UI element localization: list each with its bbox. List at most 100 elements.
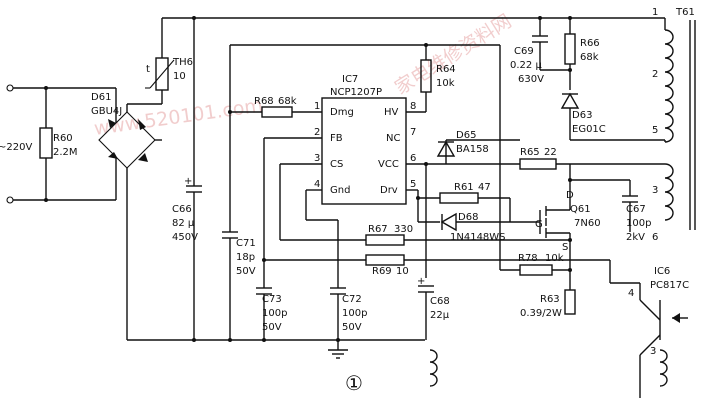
d61-label: D61	[91, 92, 111, 103]
c66-value1: 82 μ	[172, 218, 195, 229]
bridge-rectifier-d61: D61 GBU4J	[91, 88, 162, 340]
c67-value2: 2kV	[626, 232, 645, 243]
d63-diode	[560, 92, 580, 109]
ac-terminal-top	[6, 84, 14, 92]
page-marker: ①	[345, 371, 363, 395]
c72-label: C72	[342, 294, 362, 305]
r63-resistor	[564, 289, 576, 315]
ac-terminal-bottom	[6, 196, 14, 204]
c71-value2: 50V	[236, 266, 256, 277]
r67-resistor	[365, 234, 405, 246]
d63-label: D63	[572, 110, 592, 121]
thermistor-th6: t TH6 10	[145, 18, 193, 104]
ac-input: ~220V R60 2.2M	[0, 84, 116, 204]
q61-label: Q61	[570, 204, 591, 215]
r65-label: R65	[520, 147, 540, 158]
r60-value: 2.2M	[53, 147, 78, 158]
ic6-pin4: 4	[628, 288, 634, 299]
d68-diode	[440, 212, 457, 232]
c73-label: C73	[262, 294, 282, 305]
c67-value1: 100p	[626, 218, 651, 229]
r68-resistor	[261, 106, 293, 118]
optocoupler-ic6: IC6 PC817C 4 3	[610, 266, 689, 398]
d63-value: EG01C	[572, 124, 606, 135]
t61-pin6: 6	[652, 232, 658, 243]
d65-value: BA158	[456, 144, 489, 155]
q61-value: 7N60	[574, 218, 601, 229]
pin-num-5: 5	[410, 179, 416, 190]
c73-value1: 100p	[262, 308, 287, 319]
c72-value1: 100p	[342, 308, 367, 319]
pin-fb: FB	[330, 133, 343, 144]
c72-value2: 50V	[342, 322, 362, 333]
r65-value: 22	[544, 147, 557, 158]
mosfet-q61: D G S Q61 7N60	[535, 164, 601, 290]
pin-drv: Drv	[380, 185, 398, 196]
r63-value: 0.39/2W	[520, 308, 562, 319]
r66-resistor	[564, 33, 576, 65]
r68-value: 68k	[278, 96, 297, 107]
ic7-part: NCP1207P	[330, 87, 382, 98]
c68-plus: +	[417, 276, 425, 287]
pin-nc: NC	[386, 133, 400, 144]
pin-hv: HV	[384, 107, 399, 118]
th6-t: t	[146, 64, 150, 75]
pin-vcc: VCC	[378, 159, 399, 170]
r69-label: R69	[372, 266, 392, 277]
c71-label: C71	[236, 238, 256, 249]
capacitor-c66: + C66 82 μ 450V	[172, 18, 202, 340]
ic7-label: IC7	[342, 74, 358, 85]
ic6-pin3: 3	[650, 346, 656, 357]
t61-pin1: 1	[652, 7, 658, 18]
bottom-coil-right	[659, 349, 668, 387]
pin-num-6: 6	[410, 153, 416, 164]
c66-value2: 450V	[172, 232, 198, 243]
th6-value: 10	[173, 71, 186, 82]
pin-num-2: 2	[314, 127, 320, 138]
d68-value: 1N4148WS	[450, 232, 506, 243]
c68-label: C68	[430, 296, 450, 307]
d61-value: GBU4J	[91, 106, 122, 117]
t61-pin5: 5	[652, 125, 658, 136]
pin-num-8: 8	[410, 101, 416, 112]
d65-label: D65	[456, 130, 476, 141]
t61-label: T61	[675, 7, 695, 18]
r68-label: R68	[254, 96, 274, 107]
r78-label: R78	[518, 253, 538, 264]
r61-label: R61	[454, 182, 474, 193]
r66-value: 68k	[580, 52, 599, 63]
r60-resistor	[39, 127, 53, 159]
c67-label: C67	[626, 204, 646, 215]
ic6-part: PC817C	[650, 280, 689, 291]
r64-value: 10k	[436, 78, 455, 89]
r66-label: R66	[580, 38, 600, 49]
pin-dmg: Dmg	[330, 107, 354, 118]
input-voltage-label: ~220V	[0, 142, 32, 153]
t61-pin2: 2	[652, 69, 658, 80]
d65-diode	[436, 140, 456, 157]
r61-resistor	[439, 192, 479, 204]
r67-label: R67	[368, 224, 388, 235]
r61-value: 47	[478, 182, 491, 193]
q61-g: G	[535, 219, 543, 230]
r64-label: R64	[436, 64, 456, 75]
r78-value: 10k	[545, 253, 564, 264]
c68-value: 22μ	[430, 310, 450, 321]
r69-resistor	[365, 254, 405, 266]
pin-num-4: 4	[314, 179, 320, 190]
t61-pin3: 3	[652, 185, 658, 196]
ic6-label: IC6	[654, 266, 670, 277]
r69-value: 10	[396, 266, 409, 277]
r78-resistor	[519, 264, 553, 276]
pin-num-1: 1	[314, 101, 320, 112]
pin-num-7: 7	[410, 127, 416, 138]
q61-s: S	[562, 242, 568, 253]
pin-gnd: Gnd	[330, 185, 350, 196]
q61-d: D	[566, 190, 574, 201]
bottom-coil-left	[429, 349, 438, 387]
r65-resistor	[519, 158, 557, 170]
c69-label: C69	[514, 46, 534, 57]
r67-value: 330	[394, 224, 413, 235]
